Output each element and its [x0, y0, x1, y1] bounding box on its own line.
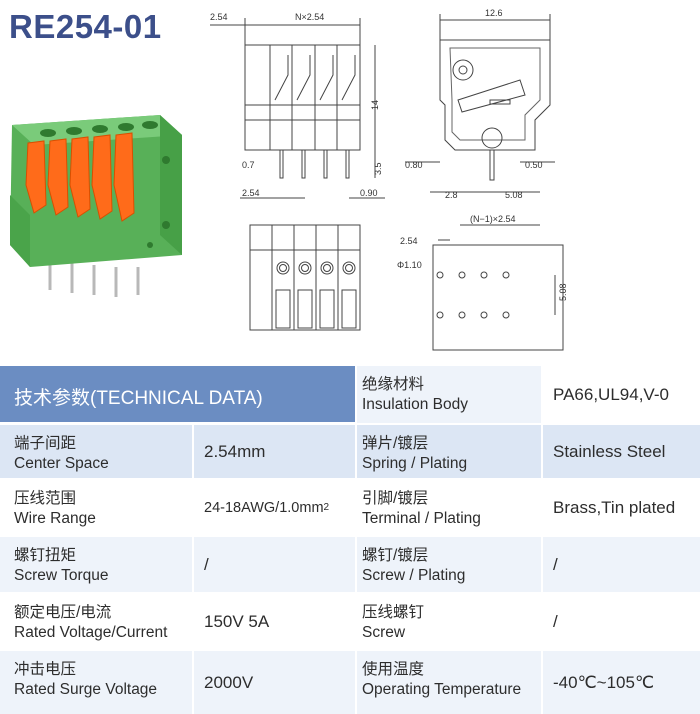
row-rated-voltage-value: 150V 5A: [194, 594, 355, 649]
dim-top-width: N×2.54: [295, 12, 324, 22]
product-image: [10, 115, 182, 297]
technical-data-table: 技术参数(TECHNICAL DATA) 端子间距 Center Space 2…: [0, 366, 700, 714]
table-header-label: 技术参数(TECHNICAL DATA): [14, 388, 263, 409]
row-screw-plating-value: /: [543, 537, 700, 592]
row-screw-label: 压线螺钉 Screw: [357, 594, 541, 649]
row-surge-voltage-label: 冲击电压 Rated Surge Voltage: [0, 651, 192, 714]
row-terminal-value: Brass,Tin plated: [543, 480, 700, 535]
row-screw-plating-label: 螺钉/镀层 Screw / Plating: [357, 537, 541, 592]
dim-pcb-hole: Φ1.10: [397, 260, 422, 270]
dim-side-width: 12.6: [485, 8, 503, 18]
row-screw-torque-value: /: [194, 537, 355, 592]
table-header: 技术参数(TECHNICAL DATA): [0, 366, 355, 422]
dim-side-a: 2.8: [445, 190, 458, 200]
product-title: RE254-01: [9, 8, 162, 45]
row-insulation-value: PA66,UL94,V-0: [543, 366, 700, 423]
row-temperature-value: -40℃~105℃: [543, 651, 700, 714]
row-terminal-label: 引脚/镀层 Terminal / Plating: [357, 480, 541, 535]
dim-pcb-row: 5.08: [558, 283, 568, 301]
row-screw-value: /: [543, 594, 700, 649]
dim-pin-thickness: 0.90: [360, 188, 378, 198]
row-rated-voltage-label: 额定电压/电流 Rated Voltage/Current: [0, 594, 192, 649]
row-insulation-label: 绝缘材料 Insulation Body: [357, 366, 541, 423]
row-wire-range-label: 压线范围 Wire Range: [0, 480, 192, 535]
dim-side-left: 0.80: [405, 160, 423, 170]
dim-pin-length: 3.5: [373, 162, 383, 175]
row-spring-label: 弹片/镀层 Spring / Plating: [357, 425, 541, 478]
dim-height: 14: [370, 100, 380, 110]
row-screw-torque-label: 螺钉扭矩 Screw Torque: [0, 537, 192, 592]
row-spring-value: Stainless Steel: [543, 425, 700, 478]
row-temperature-label: 使用温度 Operating Temperature: [357, 651, 541, 714]
dim-pcb-pitch: 2.54: [400, 236, 418, 246]
dim-pin-width: 0.7: [242, 160, 255, 170]
row-surge-voltage-value: 2000V: [194, 651, 355, 714]
row-center-space-label: 端子间距 Center Space: [0, 425, 192, 478]
row-center-space-value: 2.54mm: [194, 425, 355, 478]
dim-side-b: 5.08: [505, 190, 523, 200]
dim-top-pitch: 2.54: [210, 12, 228, 22]
technical-drawings: 2.54 N×2.54 14 3.5 0.7 2.54 0.90 12.6 0.…: [210, 8, 568, 351]
dim-side-right: 0.50: [525, 160, 543, 170]
dim-bottom-pitch: 2.54: [242, 188, 260, 198]
dim-pcb-total: (N−1)×2.54: [470, 214, 516, 224]
